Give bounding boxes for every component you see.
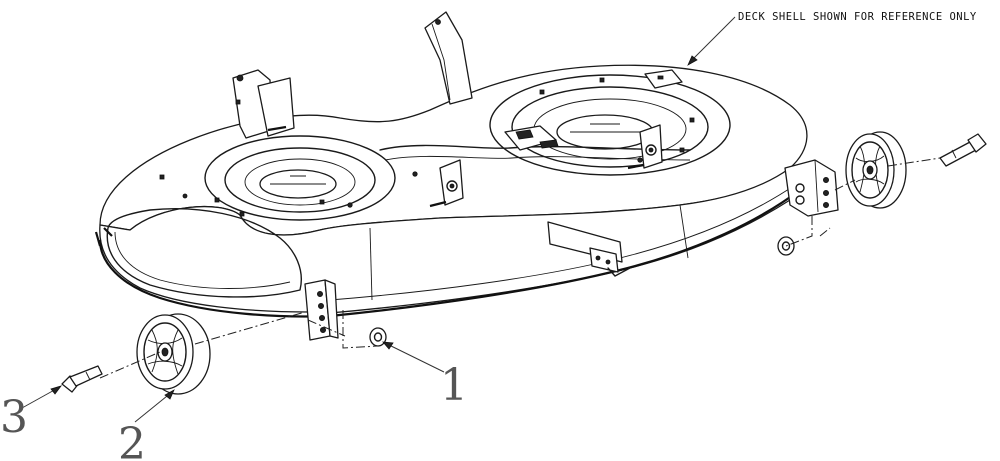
wheel-left [136, 313, 211, 395]
left-spindle-well [204, 135, 396, 221]
bolt-right [939, 133, 987, 167]
reference-note: DECK SHELL SHOWN FOR REFERENCE ONLY [687, 11, 977, 66]
deck-bottom-edge [98, 189, 801, 318]
assembly-centerlines [99, 157, 941, 379]
rear-hanger-right [424, 11, 473, 105]
side-plate [547, 221, 631, 277]
deck-shell [94, 64, 808, 318]
top-bracket-rear [644, 69, 683, 89]
idler-bracket [504, 125, 559, 151]
wheel-right [845, 131, 907, 209]
callout-1: 1 [382, 341, 468, 411]
callout-number-3: 3 [0, 392, 28, 443]
wheel-bracket-right [784, 159, 839, 217]
callout-number-2: 2 [118, 419, 146, 461]
reference-note-text: DECK SHELL SHOWN FOR REFERENCE ONLY [738, 11, 977, 23]
deck-front-nose [106, 208, 302, 298]
callout-number-1: 1 [440, 360, 468, 411]
wheel-bracket-left [304, 279, 339, 341]
bolt-left [61, 365, 103, 393]
rear-hanger-left [232, 69, 295, 139]
callout-2: 2 [118, 389, 175, 461]
belt-channel [379, 144, 691, 151]
callout-3: 3 [0, 385, 63, 443]
deck-holes [159, 77, 695, 217]
side-bracket-front [429, 159, 464, 208]
side-bracket-rear [627, 124, 663, 170]
